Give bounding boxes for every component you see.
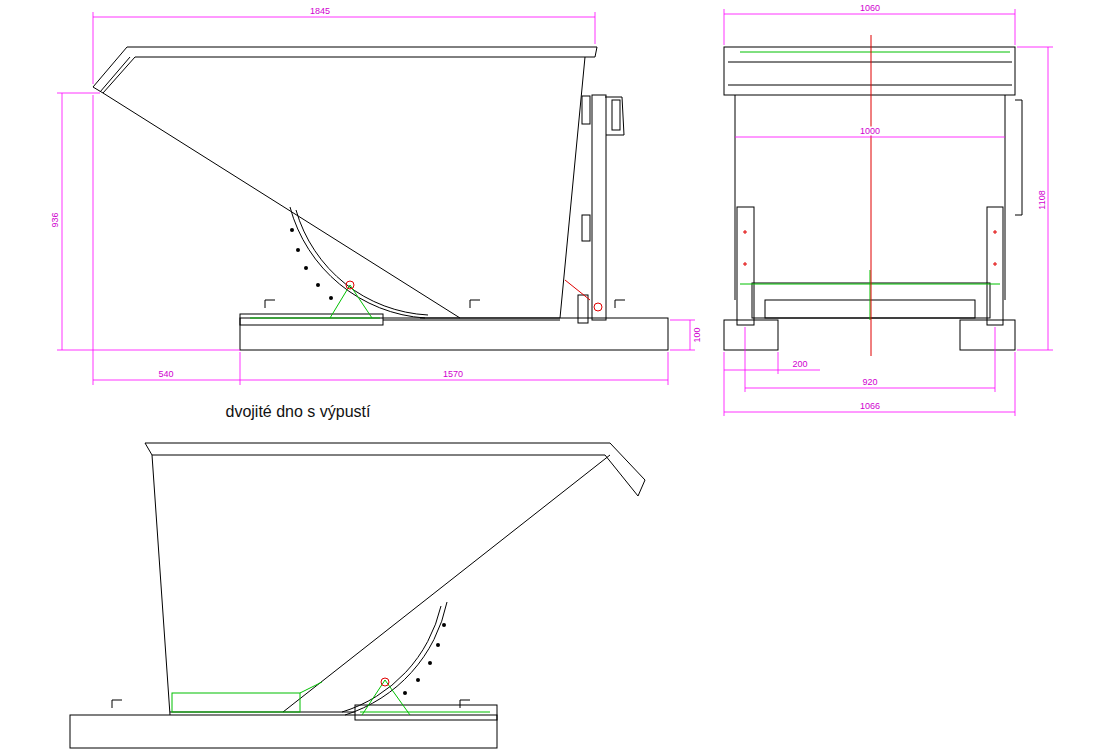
dimension-label: 540 xyxy=(157,370,174,379)
dimension-label: 1000 xyxy=(859,127,881,136)
dimension-label: 200 xyxy=(791,360,808,369)
dimension-label: 1845 xyxy=(309,7,331,16)
dimension-label: 920 xyxy=(861,378,878,387)
dimension-label: 1570 xyxy=(442,370,464,379)
dimension-label: 936 xyxy=(51,211,60,228)
dimension-label: 100 xyxy=(693,326,702,343)
dimension-label: 1066 xyxy=(859,402,881,411)
dimension-label: 1060 xyxy=(859,4,881,13)
dimension-label: 1108 xyxy=(1038,189,1047,210)
view-caption: dvojité dno s výpustí xyxy=(226,404,371,420)
